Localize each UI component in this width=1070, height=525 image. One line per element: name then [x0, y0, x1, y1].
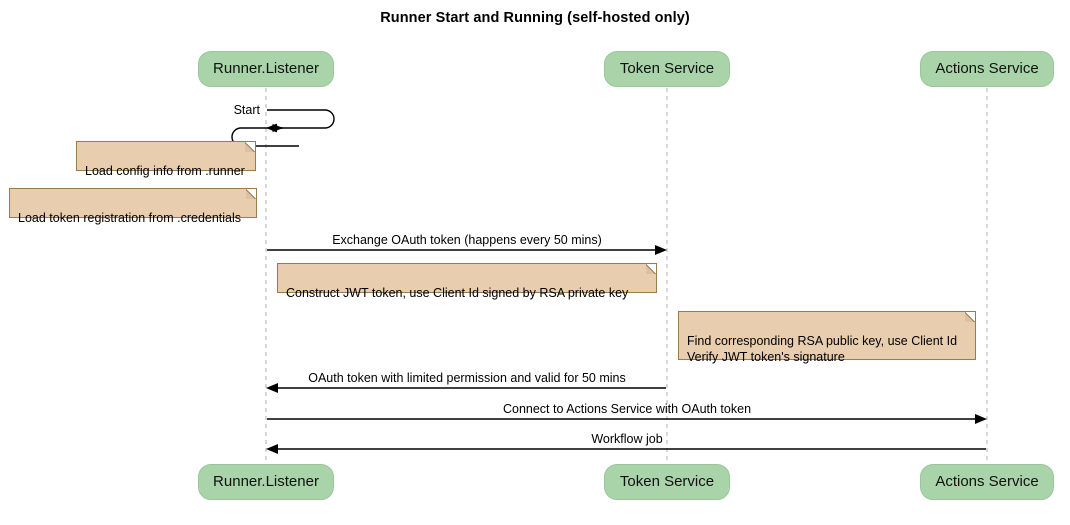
note-load-token-registration: Load token registration from .credential…: [9, 188, 257, 225]
note-text: Load token registration from .credential…: [18, 211, 242, 225]
note-find-rsa-public-key: Find corresponding RSA public key, use C…: [678, 311, 976, 364]
message-label-exchange-oauth-token: Exchange OAuth token (happens every 50 m…: [332, 233, 602, 247]
message-label-workflow-job: Workflow job: [591, 432, 663, 446]
participant-actions-service-top[interactable]: Actions Service: [920, 51, 1054, 87]
note-fold-corner-icon: [965, 311, 976, 322]
participant-token-service-bottom[interactable]: Token Service: [604, 464, 730, 500]
participant-token-service-top[interactable]: Token Service: [604, 51, 730, 87]
note-fold-corner-icon: [646, 263, 657, 274]
note-text: Construct JWT token, use Client Id signe…: [286, 286, 629, 300]
participant-runner-listener-top[interactable]: Runner.Listener: [198, 51, 334, 87]
page-title: Runner Start and Running (self-hosted on…: [380, 10, 690, 26]
note-text: Load config info from .runner: [85, 164, 245, 178]
note-text: Find corresponding RSA public key, use C…: [687, 334, 958, 364]
note-fold-corner-icon: [246, 188, 257, 199]
note-load-config-info: Load config info from .runner: [76, 141, 256, 178]
message-label-connect-actions-service: Connect to Actions Service with OAuth to…: [502, 402, 752, 416]
participant-runner-listener-bottom[interactable]: Runner.Listener: [198, 464, 334, 500]
participant-actions-service-bottom[interactable]: Actions Service: [920, 464, 1054, 500]
message-label-start: Start: [233, 103, 260, 117]
message-label-oauth-token-response: OAuth token with limited permission and …: [308, 371, 626, 385]
note-fold-corner-icon: [245, 141, 256, 152]
note-construct-jwt-token: Construct JWT token, use Client Id signe…: [277, 263, 657, 300]
